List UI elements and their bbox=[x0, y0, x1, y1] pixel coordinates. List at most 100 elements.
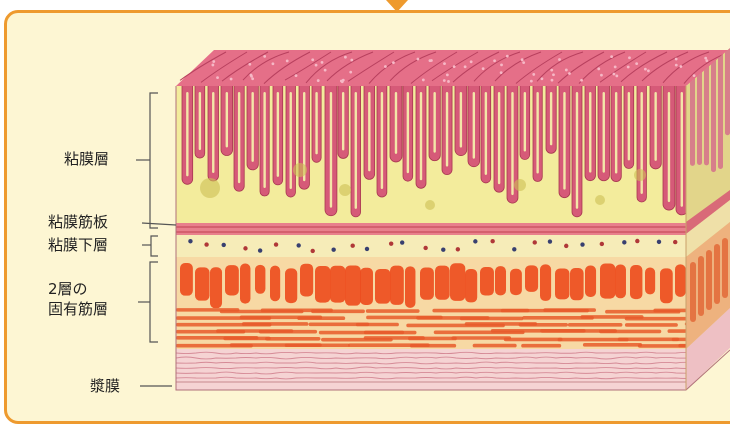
circular-muscle-bundle bbox=[435, 266, 450, 300]
submucosa-vessel bbox=[331, 248, 335, 252]
label-muscularis-line1: 2層の bbox=[48, 280, 88, 299]
surface-pore bbox=[506, 55, 509, 58]
longitudinal-muscle-strand bbox=[366, 309, 420, 313]
surface-pore bbox=[464, 65, 467, 68]
surface-pore bbox=[521, 58, 524, 61]
surface-pore bbox=[324, 69, 327, 72]
circular-muscle-bundle bbox=[210, 267, 222, 308]
surface-pore bbox=[552, 73, 555, 76]
gland-lumen bbox=[315, 92, 317, 154]
gland-lumen bbox=[498, 92, 500, 184]
muscularis-mucosae-layer bbox=[176, 223, 686, 235]
mucosa-spot bbox=[425, 200, 435, 210]
gland-lumen bbox=[576, 92, 578, 209]
label-submucosa: 粘膜下層 bbox=[48, 236, 108, 255]
longitudinal-muscle-strand bbox=[285, 343, 350, 347]
mucosa-bracket bbox=[150, 93, 158, 228]
circular-muscle-bundle bbox=[195, 267, 210, 300]
gland-lumen bbox=[563, 92, 565, 190]
surface-pore bbox=[317, 79, 320, 82]
surface-pore bbox=[597, 67, 600, 70]
gland-lumen bbox=[238, 92, 240, 183]
longitudinal-muscle-strand bbox=[356, 323, 399, 327]
gland-lumen bbox=[485, 92, 487, 175]
surface-pore bbox=[384, 65, 387, 68]
circular-muscle-bundle bbox=[645, 267, 655, 294]
gland-lumen bbox=[212, 92, 214, 173]
submucosa-vessel bbox=[533, 240, 537, 244]
circular-muscle-bundle bbox=[270, 266, 280, 302]
side-gland bbox=[725, 45, 730, 135]
longitudinal-muscle-strand bbox=[519, 323, 568, 327]
submucosa-vessel bbox=[635, 239, 639, 243]
mucosa-spot bbox=[514, 179, 526, 191]
surface-pore bbox=[250, 75, 253, 78]
circular-muscle-bundle bbox=[450, 263, 465, 301]
longitudinal-muscle-strand bbox=[473, 344, 517, 348]
top-surface bbox=[176, 50, 730, 86]
surface-pore bbox=[248, 63, 251, 66]
longitudinal-muscle-strand bbox=[504, 338, 563, 342]
gland-lumen bbox=[473, 92, 475, 159]
surface-pore bbox=[500, 71, 503, 74]
surface-pore bbox=[613, 73, 616, 76]
surface-pore bbox=[568, 72, 571, 75]
circular-muscle-bundle bbox=[345, 265, 361, 305]
side-muscle bbox=[714, 244, 720, 304]
surface-pore bbox=[541, 77, 544, 80]
submucosa-vessel bbox=[274, 242, 278, 246]
longitudinal-muscle-strand bbox=[311, 309, 365, 313]
submucosa-bracket bbox=[151, 236, 158, 256]
gland-lumen bbox=[330, 92, 332, 208]
surface-pore bbox=[392, 61, 395, 64]
surface-pore bbox=[344, 56, 347, 59]
circular-muscle-bundle bbox=[615, 265, 626, 299]
side-gland bbox=[718, 50, 723, 169]
submucosa-vessel bbox=[673, 240, 677, 244]
gland-lumen bbox=[355, 92, 357, 209]
submucosa-vessel bbox=[311, 249, 315, 253]
circular-muscle-bundle bbox=[375, 269, 390, 304]
circular-muscle-bundle bbox=[315, 266, 330, 303]
circular-muscle-bundle bbox=[660, 268, 673, 303]
submucosa-vessel bbox=[365, 247, 369, 251]
label-muscularis-mucosae: 粘膜筋板 bbox=[48, 213, 108, 232]
longitudinal-muscle-strand bbox=[625, 317, 688, 321]
surface-pore bbox=[610, 55, 613, 58]
surface-pore bbox=[675, 58, 678, 61]
gland-lumen bbox=[433, 92, 435, 153]
mucosa-spot bbox=[339, 184, 351, 196]
gland-lumen bbox=[603, 92, 605, 173]
longitudinal-muscle-strand bbox=[242, 322, 308, 326]
surface-pore bbox=[565, 69, 568, 72]
side-muscle bbox=[706, 250, 712, 310]
surface-pore bbox=[614, 65, 617, 68]
surface-pore bbox=[644, 68, 647, 71]
gland-lumen bbox=[615, 92, 617, 174]
circular-muscle-bundle bbox=[540, 264, 551, 301]
surface-pore bbox=[693, 74, 696, 77]
longitudinal-muscle-strand bbox=[625, 323, 678, 327]
submucosa-vessel bbox=[600, 242, 604, 246]
submucosa-vessel bbox=[512, 247, 516, 251]
gland-lumen bbox=[342, 92, 344, 150]
surface-pore bbox=[647, 69, 650, 72]
submucosa-vessel bbox=[400, 240, 404, 244]
surface-pore bbox=[550, 69, 553, 72]
circular-muscle-bundle bbox=[585, 266, 596, 298]
circular-muscle-bundle bbox=[390, 266, 404, 305]
submucosa-vessel bbox=[490, 239, 494, 243]
gland-lumen bbox=[460, 92, 462, 148]
submucosa-vessel bbox=[243, 246, 247, 250]
label-muscularis-line2: 固有筋層 bbox=[48, 300, 108, 319]
surface-pore bbox=[251, 77, 254, 80]
submucosa-vessel bbox=[580, 242, 584, 246]
side-gland bbox=[704, 60, 709, 165]
mucosa-spot bbox=[634, 169, 646, 181]
surface-pore bbox=[272, 62, 275, 65]
side-gland bbox=[711, 55, 716, 172]
serosa-layer bbox=[176, 349, 686, 390]
gland-lumen bbox=[628, 92, 630, 160]
surface-pore bbox=[453, 65, 456, 68]
longitudinal-muscle-strand bbox=[297, 316, 345, 320]
